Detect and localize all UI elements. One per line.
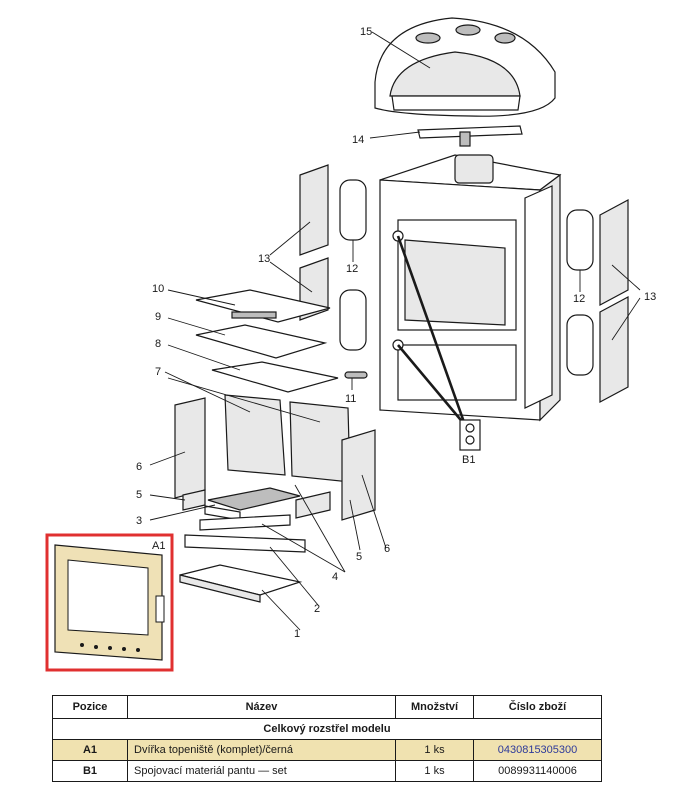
table-row[interactable]: A1 Dvířka topeniště (komplet)/černá 1 ks… — [52, 739, 602, 761]
table-row[interactable]: B1 Spojovací materiál pantu — set 1 ks 0… — [52, 760, 602, 782]
row-cislo-zbozi: 0089931140006 — [473, 760, 602, 782]
part-a1-door — [54, 544, 165, 661]
callout-6-right: 6 — [384, 543, 390, 555]
header-pozice: Pozice — [52, 695, 128, 719]
part-1-ash-pan — [179, 564, 303, 603]
part-2-front-plate — [184, 534, 306, 553]
part-14-bracket — [417, 125, 523, 147]
callout-2: 2 — [314, 603, 320, 615]
callout-9: 9 — [155, 311, 161, 323]
section-title: Celkový rozstřel modelu — [52, 718, 602, 740]
callout-a1: A1 — [152, 540, 165, 552]
callout-13-left: 13 — [258, 253, 270, 265]
callout-11: 11 — [345, 393, 356, 405]
callout-4: 4 — [332, 571, 338, 583]
part-12-latches — [339, 179, 594, 376]
row-pozice: B1 — [52, 760, 128, 782]
callout-5-right: 5 — [356, 551, 362, 563]
callout-3: 3 — [136, 515, 142, 527]
part-4-rails — [199, 514, 291, 531]
part-3-grate — [204, 487, 301, 521]
part-8-plate — [211, 361, 339, 393]
callout-13-right: 13 — [644, 291, 656, 303]
part-10-baffle — [195, 289, 331, 323]
header-mnozstvi: Množství — [395, 695, 474, 719]
leader-lines — [149, 31, 641, 631]
row-nazev: Spojovací materiál pantu — set — [127, 760, 396, 782]
callout-6-left: 6 — [136, 461, 142, 473]
part-9-plate — [195, 324, 328, 359]
row-mnozstvi: 1 ks — [395, 760, 474, 782]
callout-14: 14 — [352, 134, 364, 146]
parts-table: Pozice Název Množství Číslo zboží Celkov… — [52, 695, 602, 782]
part-b1-hinge-set — [459, 419, 481, 451]
exploded-view-diagram: 15 14 13 12 12 13 10 9 8 7 11 B1 6 5 3 5… — [45, 17, 656, 672]
part-15-top-cover — [374, 17, 556, 117]
row-cislo-zbozi: 0430815305300 — [473, 739, 602, 761]
callout-b1: B1 — [462, 454, 475, 466]
callout-12-right: 12 — [573, 293, 585, 305]
part-6-side-bricks — [174, 397, 376, 521]
part-13-side-panels-left — [299, 164, 329, 321]
part-5-bricks — [182, 489, 331, 519]
callout-7: 7 — [155, 366, 161, 378]
callout-10: 10 — [152, 283, 164, 295]
callout-labels: 15 14 13 12 12 13 10 9 8 7 11 B1 6 5 3 5… — [136, 26, 656, 640]
stove-body — [379, 154, 562, 422]
part-7-back-liners — [224, 394, 351, 483]
callout-15: 15 — [360, 26, 372, 38]
row-pozice: A1 — [52, 739, 128, 761]
header-cislo-zbozi: Číslo zboží — [473, 695, 602, 719]
table-header-row: Pozice Název Množství Číslo zboží — [52, 695, 602, 719]
a1-highlight-frame — [45, 533, 174, 672]
row-nazev: Dvířka topeniště (komplet)/černá — [127, 739, 396, 761]
part-11-bolt — [344, 371, 368, 379]
callout-8: 8 — [155, 338, 161, 350]
part-13-side-panels-right — [599, 198, 629, 404]
header-nazev: Název — [127, 695, 396, 719]
callout-1: 1 — [294, 628, 300, 640]
section-row: Celkový rozstřel modelu — [52, 718, 602, 740]
callout-12-left: 12 — [346, 263, 358, 275]
callout-5-left: 5 — [136, 489, 142, 501]
row-mnozstvi: 1 ks — [395, 739, 474, 761]
